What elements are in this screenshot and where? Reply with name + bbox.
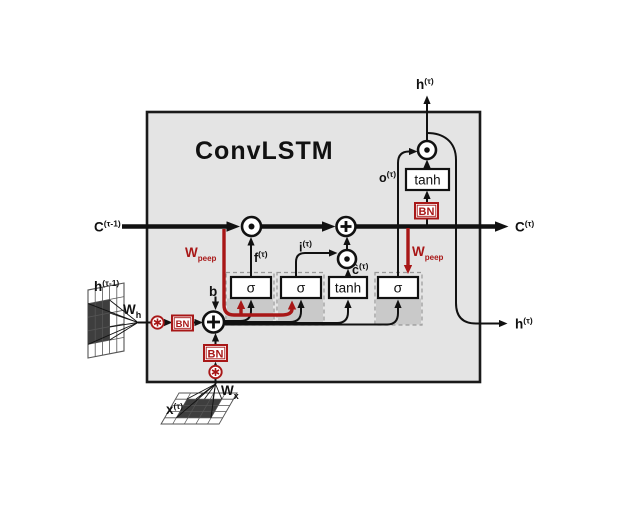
feed-candidate-line (225, 299, 352, 324)
input-grid-receptive-field (176, 399, 222, 418)
hidden-grid-convolution-fan (87, 299, 139, 345)
bn-cell-box: BN (414, 202, 439, 220)
peephole-left-path (222, 229, 297, 317)
output-gate-to-mult-line (397, 147, 418, 277)
forget-mult-node (240, 215, 263, 238)
bias-label: b (209, 284, 217, 299)
input-label: x(τ) (166, 401, 183, 417)
output-mult-node (416, 139, 438, 161)
weight-hidden-label: Wh (123, 302, 141, 320)
output-gate-sigma-box (376, 275, 420, 300)
weight-peephole-right-label: Wpeep (412, 244, 444, 262)
bn-input-label: BN (208, 348, 224, 360)
input-convolution-node (208, 364, 223, 380)
input-grid (160, 392, 238, 425)
hidden-out-right-line (426, 132, 508, 328)
cell-title: ConvLSTM (195, 137, 334, 165)
hidden-out-right-label: h(τ) (515, 316, 533, 332)
bn-hidden-label: BN (176, 319, 190, 330)
bn-cell-label: BN (419, 206, 435, 218)
output-sigma-label: σ (394, 280, 403, 296)
cell-add-node (335, 215, 357, 238)
bn-input-box: BN (203, 344, 228, 362)
output-signal-label: o(τ) (379, 169, 396, 185)
candidate-tanh-label: tanh (335, 281, 361, 296)
input-mult-node (336, 248, 358, 270)
cell-state-out-label: C(τ) (515, 219, 534, 235)
feed-output-line (225, 299, 402, 326)
forget-sigma-label: σ (247, 280, 256, 296)
candidate-signal-label: ĉ(τ) (352, 261, 369, 277)
input-grid-convolution-fan (176, 383, 223, 419)
preactivation-add-node (201, 310, 226, 334)
candidate-tanh-box (327, 275, 369, 300)
input-gate-sigma-box (279, 275, 323, 300)
input-to-mult-line (295, 249, 338, 277)
input-signal-label: i(τ) (299, 239, 312, 255)
forget-signal-label: f(τ) (254, 249, 268, 265)
weight-peephole-left-label: Wpeep (185, 245, 217, 263)
cell-tanh-box (404, 167, 451, 192)
bn-hidden-box: BN (171, 314, 194, 332)
hidden-grid-receptive-field (88, 299, 110, 345)
hidden-convolution-node (150, 315, 165, 330)
hidden-input-grid (87, 282, 125, 359)
cell-tanh-label: tanh (414, 173, 440, 188)
hidden-out-top-label: h(τ) (416, 76, 434, 92)
hidden-in-label: h(τ-1) (94, 278, 119, 294)
forget-gate-sigma-box (229, 275, 273, 300)
cell-state-in-label: C(τ-1) (94, 219, 121, 235)
input-sigma-label: σ (297, 280, 306, 296)
weight-input-label: Wx (221, 383, 239, 401)
